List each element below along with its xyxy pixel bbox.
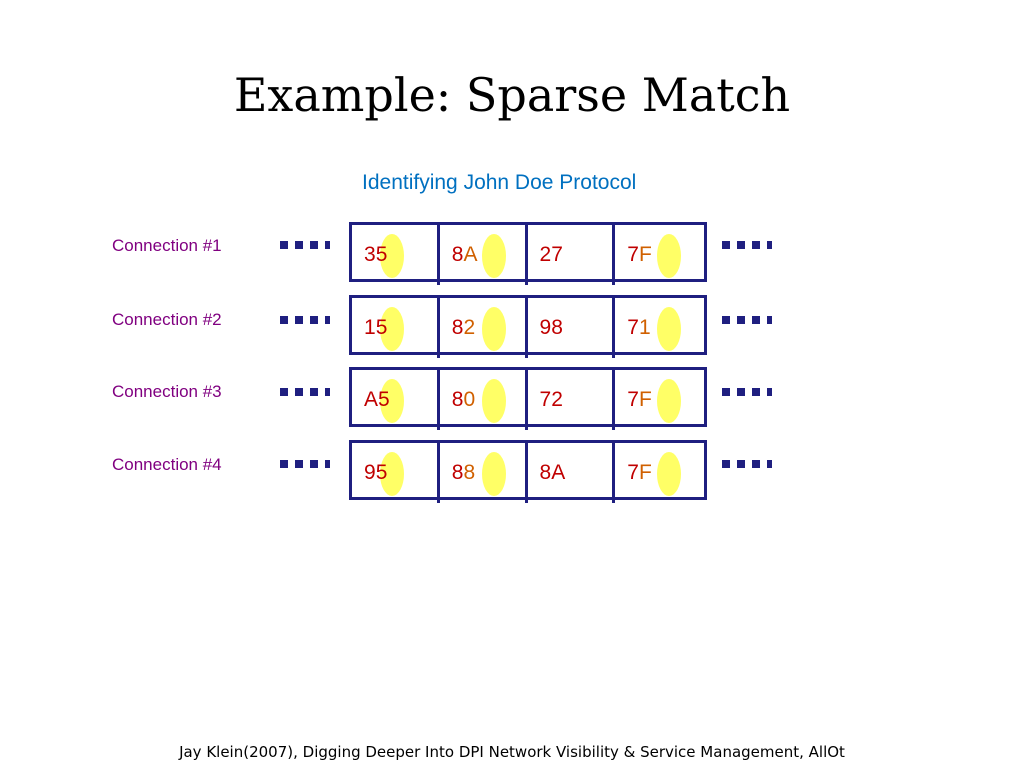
- byte-value: A5: [364, 388, 390, 412]
- connection-label: Connection #2: [112, 310, 222, 329]
- byte-value: 7F: [627, 243, 652, 267]
- byte-value: 95: [364, 461, 387, 485]
- match-highlight-oval: [380, 452, 404, 496]
- byte-high-nibble: 72: [539, 388, 563, 411]
- slide-title: Example: Sparse Match: [233, 68, 791, 122]
- byte-low-nibble: A: [463, 243, 478, 266]
- byte-value: 71: [627, 316, 650, 340]
- packet-byte-row: 95 88 8A 7F: [349, 440, 707, 503]
- byte-low-nibble: 0: [463, 388, 476, 411]
- leading-ellipsis: [280, 460, 332, 468]
- leading-ellipsis: [280, 388, 332, 396]
- byte-low-nibble: 5: [378, 388, 390, 411]
- match-highlight-oval: [380, 379, 404, 423]
- byte-high-nibble: 8: [451, 461, 464, 484]
- diagram-subtitle: Identifying John Doe Protocol: [362, 171, 637, 194]
- byte-cell: 7F: [615, 370, 704, 430]
- connection-label: Connection #3: [112, 382, 222, 401]
- byte-value: 15: [364, 316, 387, 340]
- byte-cell: 98: [528, 298, 616, 358]
- byte-cell: 27: [528, 225, 616, 285]
- byte-value: 8A: [452, 243, 478, 267]
- byte-cell: 82: [440, 298, 528, 358]
- byte-cell: 8A: [440, 225, 528, 285]
- citation-footer: Jay Klein(2007), Digging Deeper Into DPI…: [179, 743, 845, 761]
- byte-cell: 35: [352, 225, 440, 285]
- trailing-ellipsis: [722, 241, 774, 249]
- byte-high-nibble: 3: [364, 243, 376, 266]
- connection-label: Connection #1: [112, 236, 222, 255]
- trailing-ellipsis: [722, 460, 774, 468]
- byte-low-nibble: 5: [375, 243, 388, 266]
- byte-cell: A5: [352, 370, 440, 430]
- connection-label: Connection #4: [112, 455, 222, 474]
- match-highlight-oval: [380, 234, 404, 278]
- byte-high-nibble: 8: [451, 388, 464, 411]
- byte-high-nibble: 27: [539, 243, 563, 266]
- match-highlight-oval: [481, 307, 506, 351]
- byte-high-nibble: A: [364, 388, 379, 411]
- byte-cell: 8A: [528, 443, 616, 503]
- byte-low-nibble: F: [638, 461, 652, 484]
- byte-high-nibble: 8: [451, 243, 464, 266]
- byte-low-nibble: F: [638, 388, 652, 411]
- match-highlight-oval: [657, 234, 682, 278]
- byte-value: 80: [452, 388, 475, 412]
- byte-low-nibble: 5: [375, 316, 388, 339]
- match-highlight-oval: [481, 234, 506, 278]
- byte-high-nibble: 7: [627, 461, 639, 484]
- byte-high-nibble: 8: [451, 316, 464, 339]
- byte-value: 7F: [627, 388, 652, 412]
- byte-value: 72: [540, 388, 563, 412]
- match-highlight-oval: [481, 452, 506, 496]
- byte-value: 35: [364, 243, 387, 267]
- byte-high-nibble: 8A: [539, 461, 566, 484]
- match-highlight-oval: [481, 379, 506, 423]
- byte-cell: 7F: [615, 225, 704, 285]
- packet-byte-row: A5 80 72 7F: [349, 367, 707, 430]
- byte-high-nibble: 7: [627, 388, 639, 411]
- byte-value: 82: [452, 316, 475, 340]
- match-highlight-oval: [657, 307, 682, 351]
- trailing-ellipsis: [722, 316, 774, 324]
- match-highlight-oval: [380, 307, 404, 351]
- byte-value: 98: [540, 316, 563, 340]
- byte-cell: 80: [440, 370, 528, 430]
- leading-ellipsis: [280, 316, 332, 324]
- packet-byte-row: 35 8A 27 7F: [349, 222, 707, 285]
- byte-cell: 88: [440, 443, 528, 503]
- byte-cell: 95: [352, 443, 440, 503]
- byte-high-nibble: 9: [364, 461, 376, 484]
- byte-low-nibble: 2: [463, 316, 476, 339]
- byte-cell: 7F: [615, 443, 704, 503]
- byte-value: 8A: [540, 461, 566, 485]
- byte-cell: 71: [615, 298, 704, 358]
- byte-low-nibble: 5: [375, 461, 388, 484]
- byte-high-nibble: 7: [627, 243, 639, 266]
- byte-value: 7F: [627, 461, 652, 485]
- match-highlight-oval: [657, 379, 682, 423]
- byte-high-nibble: 98: [539, 316, 563, 339]
- byte-low-nibble: 1: [638, 316, 651, 339]
- byte-low-nibble: F: [638, 243, 652, 266]
- byte-high-nibble: 1: [364, 316, 376, 339]
- leading-ellipsis: [280, 241, 332, 249]
- byte-value: 27: [540, 243, 563, 267]
- byte-high-nibble: 7: [627, 316, 639, 339]
- byte-cell: 72: [528, 370, 616, 430]
- byte-low-nibble: 8: [463, 461, 476, 484]
- match-highlight-oval: [657, 452, 682, 496]
- byte-cell: 15: [352, 298, 440, 358]
- byte-value: 88: [452, 461, 475, 485]
- trailing-ellipsis: [722, 388, 774, 396]
